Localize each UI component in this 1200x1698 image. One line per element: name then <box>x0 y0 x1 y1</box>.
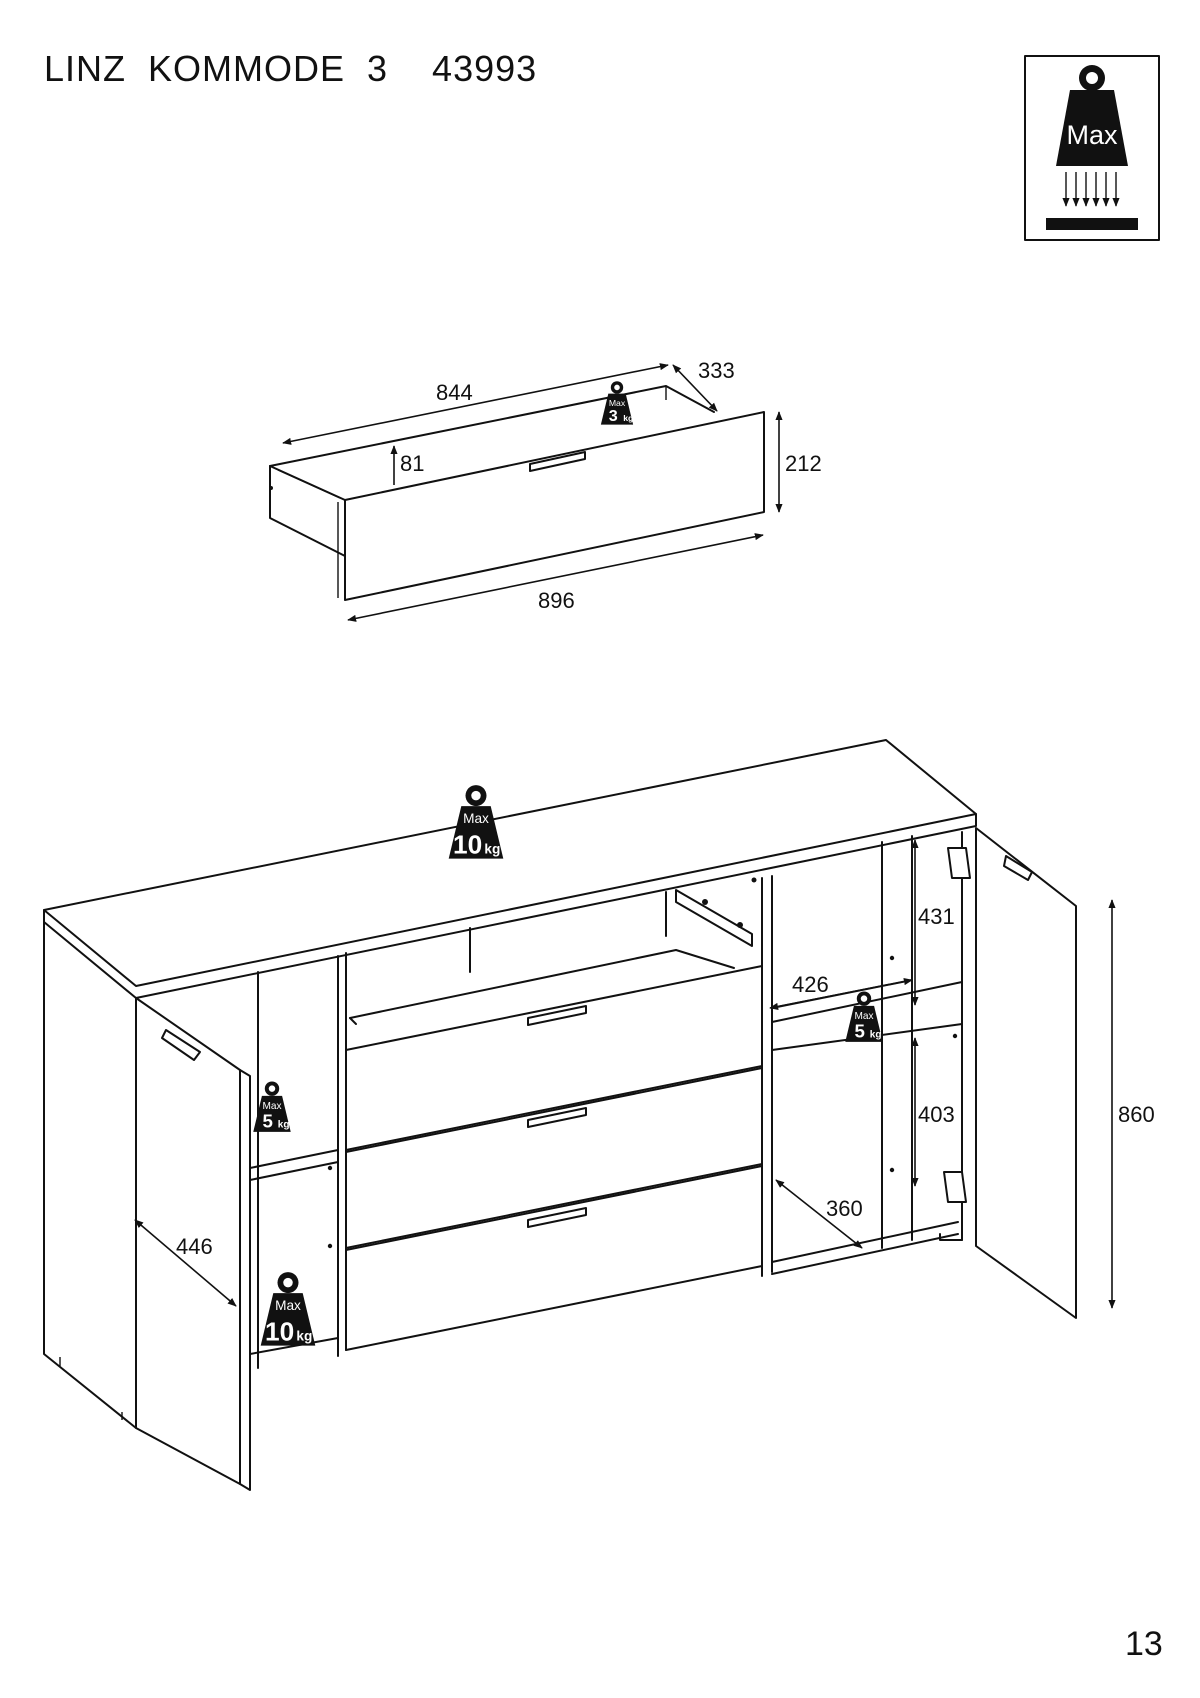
dim-drawer-front-height: 212 <box>785 451 822 476</box>
left-shelf-load-value: 5 <box>262 1111 272 1132</box>
drawer-load-max: Max <box>609 398 626 408</box>
drawer-dimensions: 844 333 81 212 896 <box>282 358 822 622</box>
max-load-legend-icon: Max <box>1024 55 1160 241</box>
dim-drawer-front-width: 896 <box>538 588 575 613</box>
top-load-value: 10 <box>453 829 482 859</box>
drawer-load-value: 3 <box>609 407 618 425</box>
left-bottom-load-unit: kg <box>296 1328 312 1343</box>
page-title: LINZ KOMMODE 3 43993 <box>44 48 538 89</box>
dim-upper-compartment-height: 431 <box>918 904 955 929</box>
left-bottom-load-max: Max <box>275 1298 301 1313</box>
right-shelf-load-unit: kg <box>870 1030 882 1041</box>
dim-left-inner-depth: 446 <box>176 1234 213 1259</box>
left-bottom-load-value: 10 <box>265 1316 294 1346</box>
dim-lower-compartment-height: 403 <box>918 1102 955 1127</box>
left-bottom-load-icon: Max 10 kg <box>260 1272 316 1346</box>
left-shelf-load-unit: kg <box>278 1120 290 1131</box>
dim-total-height: 860 <box>1118 1102 1155 1127</box>
legend-max-label: Max <box>1066 120 1118 150</box>
drawer-load-icon: Max 3 kg <box>600 381 633 425</box>
dim-drawer-depth: 333 <box>698 358 735 383</box>
right-shelf-load-icon: Max 5 kg <box>845 991 883 1042</box>
dim-right-inner-depth: 360 <box>826 1196 863 1221</box>
left-shelf-load-max: Max <box>262 1101 281 1112</box>
right-shelf-load-value: 5 <box>854 1021 864 1042</box>
cabinet-illustration <box>43 739 1077 1491</box>
dim-shelf-width: 426 <box>792 972 829 997</box>
top-load-unit: kg <box>484 841 500 856</box>
right-shelf-load-max: Max <box>854 1011 873 1022</box>
drawer-load-unit: kg <box>623 413 633 423</box>
drawer-illustration <box>269 385 765 601</box>
dim-drawer-inner-length: 844 <box>436 380 473 405</box>
cabinet-dimensions: 431 426 403 360 446 860 <box>134 839 1155 1309</box>
dim-drawer-inner-height: 81 <box>400 451 424 476</box>
top-load-max: Max <box>463 811 489 826</box>
page-number: 13 <box>1125 1625 1163 1663</box>
top-load-icon: Max 10 kg <box>448 785 504 859</box>
left-shelf-load-icon: Max 5 kg <box>253 1081 291 1132</box>
